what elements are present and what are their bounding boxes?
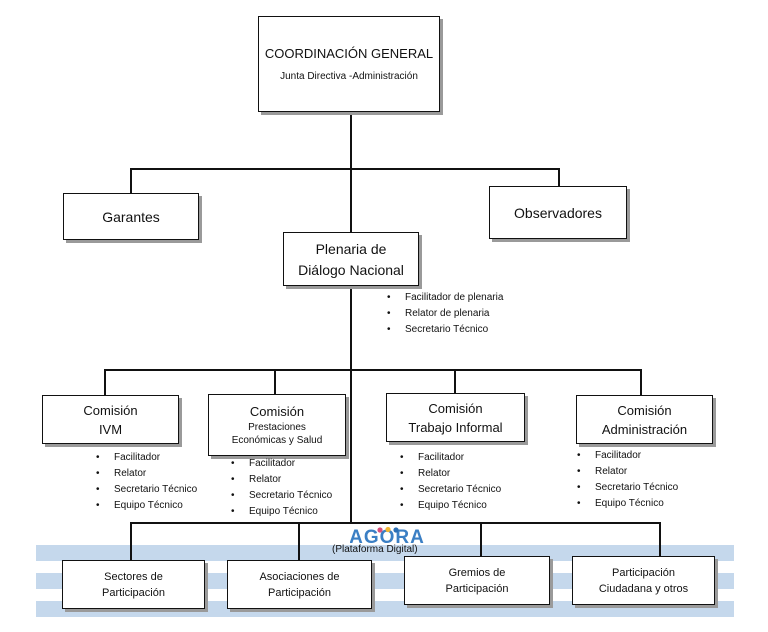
list-item: Relator xyxy=(225,472,332,488)
background-stripe xyxy=(36,545,734,561)
list-item: Relator de plenaria xyxy=(381,306,503,322)
agora-logo-person xyxy=(393,527,399,533)
garantes-label: Garantes xyxy=(102,208,160,225)
comision-title: Comisión xyxy=(617,402,672,418)
connector-line xyxy=(104,369,642,371)
participacion-ciudadana-box: Participación Ciudadana y otros xyxy=(572,556,715,605)
list-item: Secretario Técnico xyxy=(90,482,197,498)
list-item: Relator xyxy=(571,464,678,480)
list-item: Relator xyxy=(394,466,501,482)
sectores-participacion-box: Sectores de Participación xyxy=(62,560,205,609)
participacion-line: Ciudadana y otros xyxy=(598,582,689,595)
participacion-line: Asociaciones de xyxy=(259,570,340,583)
comision-title: Comisión xyxy=(428,400,483,416)
connector-line xyxy=(130,168,560,170)
comision-title: Comisión xyxy=(83,402,138,418)
plenaria-title: Diálogo Nacional xyxy=(298,261,404,278)
connector-line xyxy=(350,111,352,524)
agora-logo-person xyxy=(377,527,383,533)
connector-line xyxy=(130,522,661,524)
comision-trabajo-informal-roles-list: Facilitador Relator Secretario Técnico E… xyxy=(394,450,501,514)
connector-line xyxy=(640,369,642,395)
comision-name: IVM xyxy=(98,421,123,437)
gremios-participacion-box: Gremios de Participación xyxy=(404,556,550,605)
participacion-line: Gremios de xyxy=(448,566,506,579)
list-item: Secretario Técnico xyxy=(394,482,501,498)
list-item: Facilitador de plenaria xyxy=(381,290,503,306)
list-item: Equipo Técnico xyxy=(571,496,678,512)
comision-title: Comisión xyxy=(249,404,305,419)
comision-prestaciones-roles-list: Facilitador Relator Secretario Técnico E… xyxy=(225,456,332,520)
participacion-line: Participación xyxy=(445,582,509,595)
connector-line xyxy=(130,522,132,560)
coordinacion-title: COORDINACIÓN GENERAL xyxy=(264,46,434,61)
comision-ivm-roles-list: Facilitador Relator Secretario Técnico E… xyxy=(90,450,197,514)
background-stripe xyxy=(36,573,734,589)
asociaciones-participacion-box: Asociaciones de Participación xyxy=(227,560,372,609)
participacion-line: Participación xyxy=(268,586,331,599)
list-item: Facilitador xyxy=(571,448,678,464)
connector-line xyxy=(104,369,106,396)
agora-logo-text: AGORA xyxy=(350,527,424,546)
comision-name: Administración xyxy=(601,421,688,437)
list-item: Equipo Técnico xyxy=(394,498,501,514)
comision-trabajo-informal-box: Comisión Trabajo Informal xyxy=(386,393,525,442)
connector-line xyxy=(558,168,560,186)
list-item: Facilitador xyxy=(90,450,197,466)
participacion-line: Participación xyxy=(102,586,165,599)
agora-logo: AGORA xyxy=(350,526,424,546)
connector-line xyxy=(454,369,456,393)
observadores-label: Observadores xyxy=(514,204,602,221)
list-item: Secretario Técnico xyxy=(571,480,678,496)
background-stripe xyxy=(36,601,734,617)
list-item: Equipo Técnico xyxy=(225,504,332,520)
connector-line xyxy=(480,522,482,556)
list-item: Equipo Técnico xyxy=(90,498,197,514)
comision-administracion-roles-list: Facilitador Relator Secretario Técnico E… xyxy=(571,448,678,512)
connector-line xyxy=(130,168,132,193)
list-item: Secretario Técnico xyxy=(225,488,332,504)
connector-line xyxy=(274,369,276,395)
comision-name: Prestaciones xyxy=(248,422,306,433)
plenaria-box: Plenaria de Diálogo Nacional xyxy=(283,232,419,286)
coordinacion-subtitle: Junta Directiva -Administración xyxy=(280,71,418,82)
observadores-box: Observadores xyxy=(489,186,627,239)
list-item: Facilitador xyxy=(394,450,501,466)
list-item: Secretario Técnico xyxy=(381,322,503,338)
agora-logo-person xyxy=(385,526,391,533)
comision-administracion-box: Comisión Administración xyxy=(576,395,713,444)
connector-line xyxy=(298,522,300,560)
participacion-line: Participación xyxy=(612,566,675,579)
list-item: Facilitador xyxy=(225,456,332,472)
plataforma-label: (Plataforma Digital) xyxy=(332,544,418,555)
coordinacion-general-box: COORDINACIÓN GENERAL Junta Directiva -Ad… xyxy=(258,16,440,112)
garantes-box: Garantes xyxy=(63,193,199,240)
comision-prestaciones-box: Comisión Prestaciones Económicas y Salud xyxy=(208,394,346,456)
participacion-line: Sectores de xyxy=(104,570,163,583)
plenaria-title: Plenaria de xyxy=(315,240,387,257)
connector-line xyxy=(659,522,661,556)
comision-name: Económicas y Salud xyxy=(231,435,323,446)
plenaria-roles-list: Facilitador de plenaria Relator de plena… xyxy=(381,290,503,338)
comision-ivm-box: Comisión IVM xyxy=(42,395,179,444)
comision-name: Trabajo Informal xyxy=(408,419,503,435)
list-item: Relator xyxy=(90,466,197,482)
